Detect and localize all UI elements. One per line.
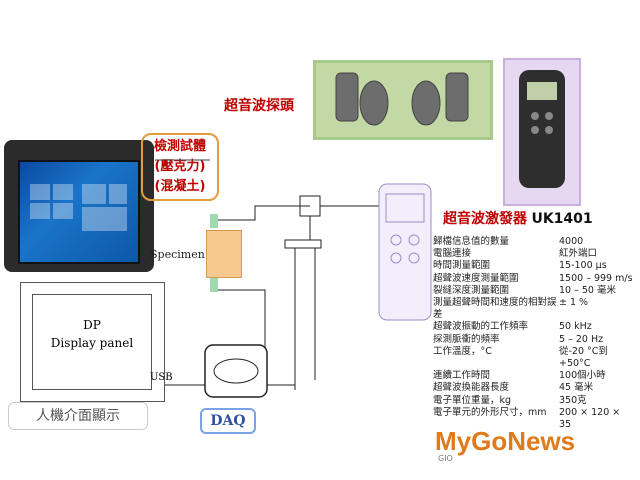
spec-row: 裂縫深度測量範圍 10 – 50 毫米 (433, 285, 633, 297)
spec-value: 200 × 120 × 35 (559, 406, 621, 431)
spec-row: 電腦連接 紅外端口 (433, 248, 633, 260)
display-panel-title: DP (83, 318, 101, 332)
spec-value: 1500 – 999 m/s (559, 272, 633, 284)
specimen-text: Specimen (150, 248, 205, 261)
spec-value: 100個小時 (559, 370, 606, 382)
spec-key: 電子單位重量，kg (433, 394, 512, 406)
daq-label: DAQ (200, 408, 256, 434)
spec-value: 5 – 20 Hz (559, 333, 604, 345)
wire-top (218, 205, 310, 221)
probe-title: 超音波探頭 (224, 98, 294, 114)
spec-row: 連續工作時間 100個小時 (433, 370, 633, 382)
spec-key: 電子單元的外形尺寸，mm (433, 406, 547, 418)
spec-row: 超聲波速度測量範圍 1500 – 999 m/s (433, 273, 633, 285)
spec-key: 超聲波換能器長度 (433, 382, 510, 394)
specimen-line-1: 檢測試體 (153, 139, 206, 154)
usb-label: USB (150, 372, 173, 383)
spec-row: 測量超聲時間和速度的相對誤差± 1 % (433, 297, 633, 321)
hmi-label: 人機介面顯示 (8, 402, 148, 430)
spec-key: 時間測量範圍 (433, 260, 491, 272)
spec-value: 350克 (559, 394, 587, 406)
daq-window (213, 358, 259, 384)
exciter-device-photo (503, 58, 581, 206)
spec-row: 超聲波振動的工作頻率 50 kHz (433, 321, 633, 333)
spec-row: 工作溫度，°C 從-20 °C到 +50°C (433, 346, 633, 370)
probe-photo (313, 60, 493, 140)
spec-row: 電子單元的外形尺寸，mm 200 × 120 × 35 (433, 407, 633, 431)
specimen-line-3: (混凝土) (154, 179, 206, 194)
spec-row: 電子單位重量，kg 350克 (433, 395, 633, 407)
spec-row: 歸檔信息值的數量 4000 (433, 236, 633, 248)
connector-bottom (210, 278, 218, 292)
logo-text: MyGoNews (435, 426, 576, 456)
spec-key: 歸檔信息值的數量 (433, 236, 510, 247)
spec-key: 電腦連接 (433, 248, 472, 260)
daq-device (204, 344, 268, 398)
exciter-model: UK1401 (531, 211, 593, 227)
spec-value: 15-100 μs (559, 260, 607, 272)
spec-key: 探測脈衝的頻率 (433, 333, 500, 345)
specimen-block (206, 230, 242, 278)
exciter-title-text: 超音波激發器 (443, 211, 527, 227)
spec-key: 超聲波速度測量範圍 (433, 272, 519, 284)
specimen-line-2: (壓克力) (154, 159, 206, 174)
spec-value: 從-20 °C到 +50°C (559, 345, 608, 370)
specimen-label-box: 檢測試體 (壓克力) (混凝土) (141, 133, 219, 201)
logo: MyGoNews (435, 426, 575, 457)
logo-sub: GIO (438, 454, 453, 463)
spec-key: 超聲波振動的工作頻率 (433, 321, 529, 333)
spec-row: 超聲波換能器長度 45 毫米 (433, 382, 633, 394)
spec-value: 45 毫米 (559, 382, 594, 394)
exciter-screen (385, 193, 425, 223)
spec-key: 連續工作時間 (433, 370, 491, 382)
spec-key: 裂縫深度測量範圍 (433, 284, 510, 296)
spec-row: 時間測量範圍 15-100 μs (433, 260, 633, 272)
display-panel-subtitle: Display panel (50, 336, 134, 350)
spec-value: 紅外端口 (559, 248, 598, 260)
connector-top (210, 214, 218, 228)
display-panel-inner (32, 294, 152, 390)
exciter-outline (378, 183, 432, 321)
spec-key: 工作溫度，°C (433, 345, 492, 357)
spec-value: 4000 (559, 236, 584, 247)
exciter-title: 超音波激發器 UK1401 (443, 208, 593, 228)
tablet-image (4, 140, 154, 272)
spec-value: ± 1 % (559, 297, 589, 309)
spec-key: 測量超聲時間和速度的相對誤差 (433, 297, 557, 321)
display-panel-frame (20, 282, 165, 402)
wire-bottom (218, 289, 266, 355)
tablet-screen (18, 160, 140, 264)
spec-value: 50 kHz (559, 321, 592, 333)
spec-row: 探測脈衝的頻率 5 – 20 Hz (433, 334, 633, 346)
spec-value: 10 – 50 毫米 (559, 284, 616, 296)
splitter (284, 239, 322, 249)
